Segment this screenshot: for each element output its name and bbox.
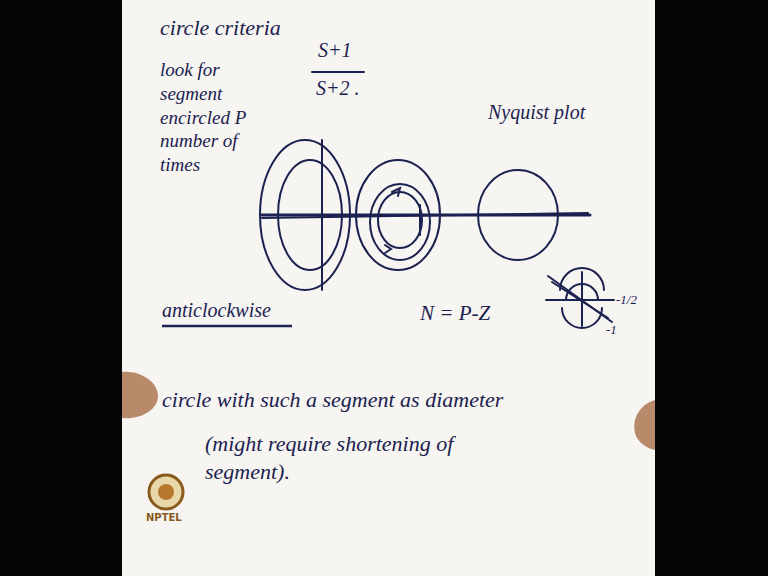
plot-name: Nyquist plot: [488, 100, 585, 125]
underlined-word: anticlockwise: [162, 298, 271, 323]
equation: N = P-Z: [420, 300, 490, 326]
heading-note: circle criteria: [160, 14, 281, 42]
instruction-note: look for segment encircled P number of t…: [160, 58, 254, 177]
transfer-numerator: S+1: [318, 38, 352, 63]
axis-value: -1: [606, 322, 617, 338]
remark-note: (might require shortening of segment).: [205, 430, 505, 485]
rule-note: circle with such a segment as diameter: [162, 386, 503, 414]
axis-value: -1/2: [616, 292, 637, 308]
transfer-denominator: S+2 .: [316, 76, 360, 101]
watermark: NPTEL: [146, 512, 182, 525]
